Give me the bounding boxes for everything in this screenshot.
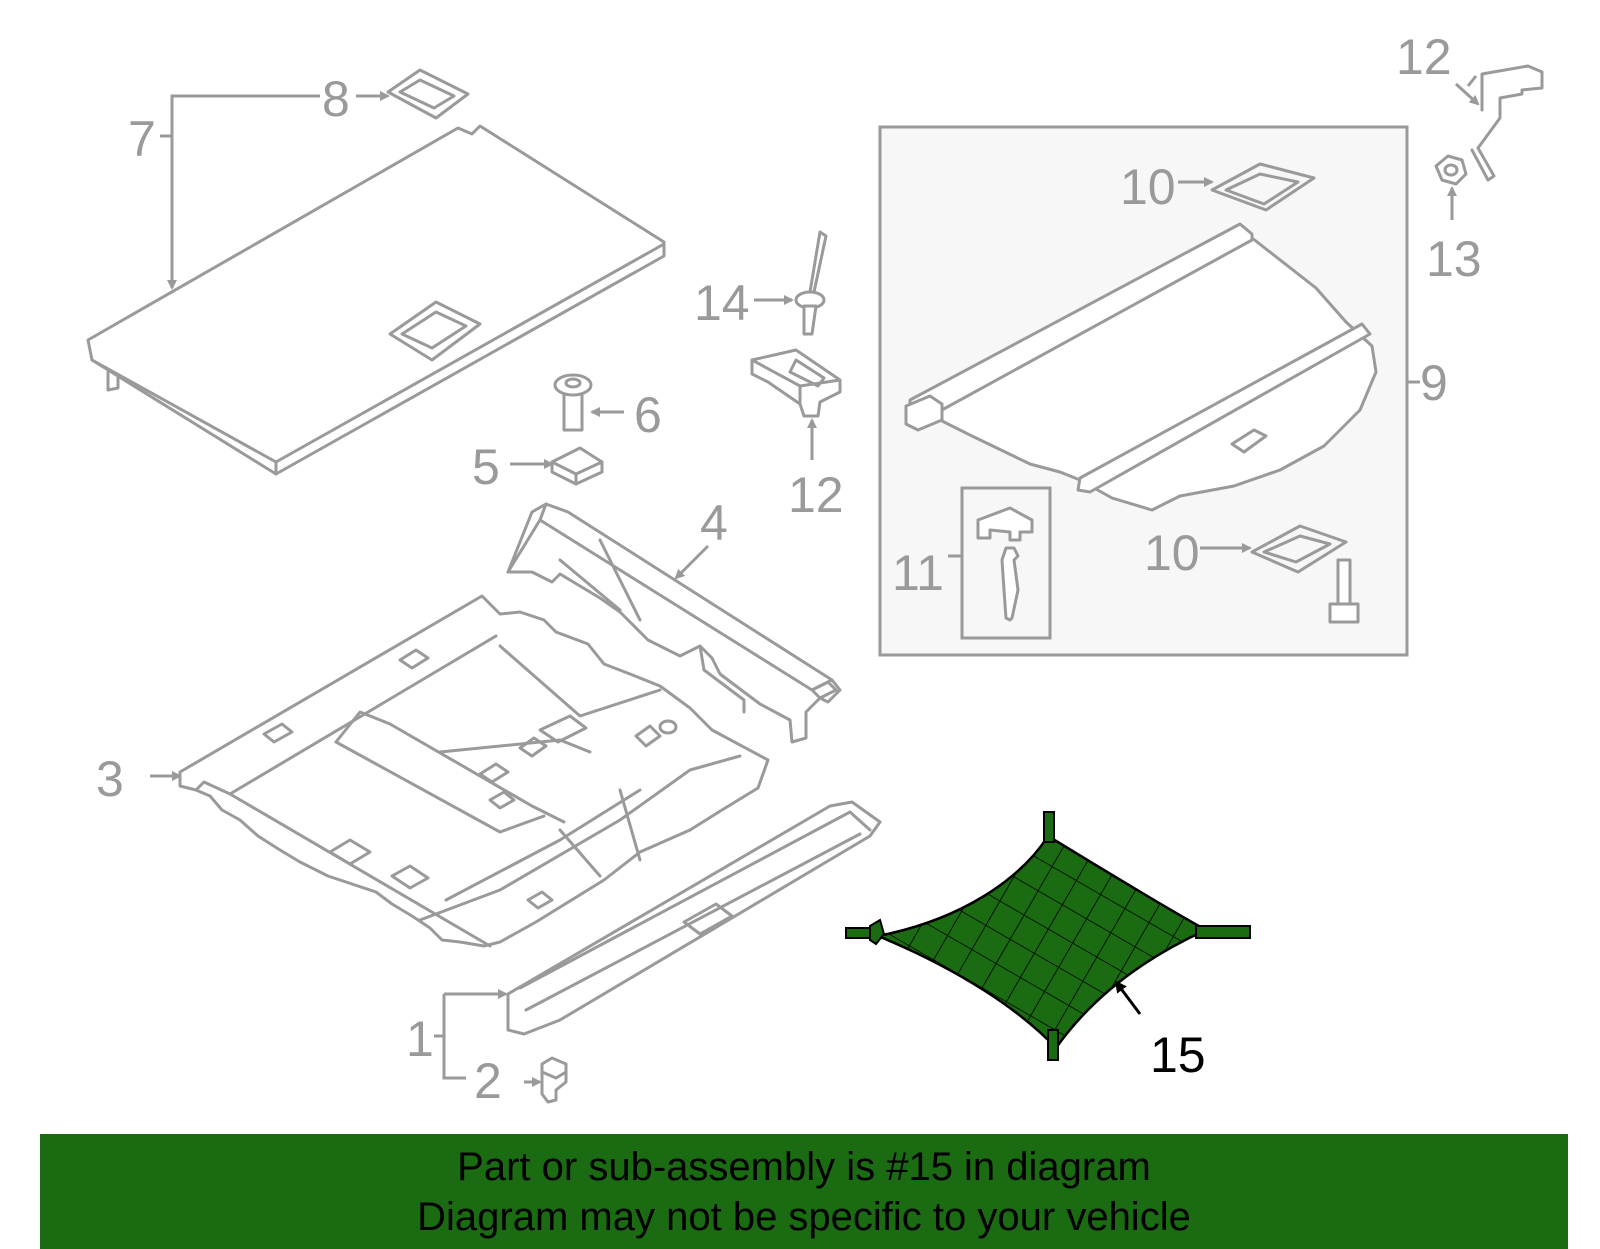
callout-13: 13 xyxy=(1426,231,1482,287)
part-12-bracket-lower xyxy=(750,348,842,418)
callout-10-bottom: 10 xyxy=(1144,525,1200,581)
part-3-floor-panel xyxy=(178,594,770,948)
callout-labels: 7 8 6 5 4 3 1 2 14 12 10 10 11 9 12 13 1… xyxy=(96,29,1482,1109)
info-banner: Part or sub-assembly is #15 in diagram D… xyxy=(40,1134,1568,1249)
part-12-bracket-upper xyxy=(1470,64,1544,182)
part-14-pin xyxy=(794,230,828,336)
callout-4: 4 xyxy=(700,495,728,551)
callout-12-upper: 12 xyxy=(1396,29,1452,85)
callout-10-top: 10 xyxy=(1120,159,1176,215)
part-7-cargo-board xyxy=(86,124,666,476)
callout-12-lower: 12 xyxy=(788,467,844,523)
part-8-pad xyxy=(386,68,470,120)
callout-1: 1 xyxy=(406,1011,434,1067)
banner-line-2: Diagram may not be specific to your vehi… xyxy=(417,1195,1191,1239)
callout-3: 3 xyxy=(96,751,124,807)
callout-8: 8 xyxy=(322,71,350,127)
callout-7: 7 xyxy=(128,111,156,167)
part-6-bolt xyxy=(553,373,593,432)
callout-11: 11 xyxy=(892,545,944,601)
part-13-nut xyxy=(1434,154,1468,186)
part-1-sill-trim xyxy=(506,800,882,1036)
callout-14: 14 xyxy=(694,275,750,331)
part-5-clip xyxy=(550,446,604,486)
callout-9: 9 xyxy=(1420,355,1448,411)
part-15-cargo-net xyxy=(845,811,1251,1061)
callout-6: 6 xyxy=(634,387,662,443)
callout-15: 15 xyxy=(1150,1027,1206,1083)
leader-lines xyxy=(150,75,1480,1087)
callout-5: 5 xyxy=(472,439,500,495)
banner-line-1: Part or sub-assembly is #15 in diagram xyxy=(457,1145,1151,1189)
callout-2: 2 xyxy=(474,1053,502,1109)
part-9-cover-assembly-box xyxy=(878,125,1409,657)
part-2-clip xyxy=(540,1056,568,1104)
part-4-crossmember xyxy=(506,502,842,744)
